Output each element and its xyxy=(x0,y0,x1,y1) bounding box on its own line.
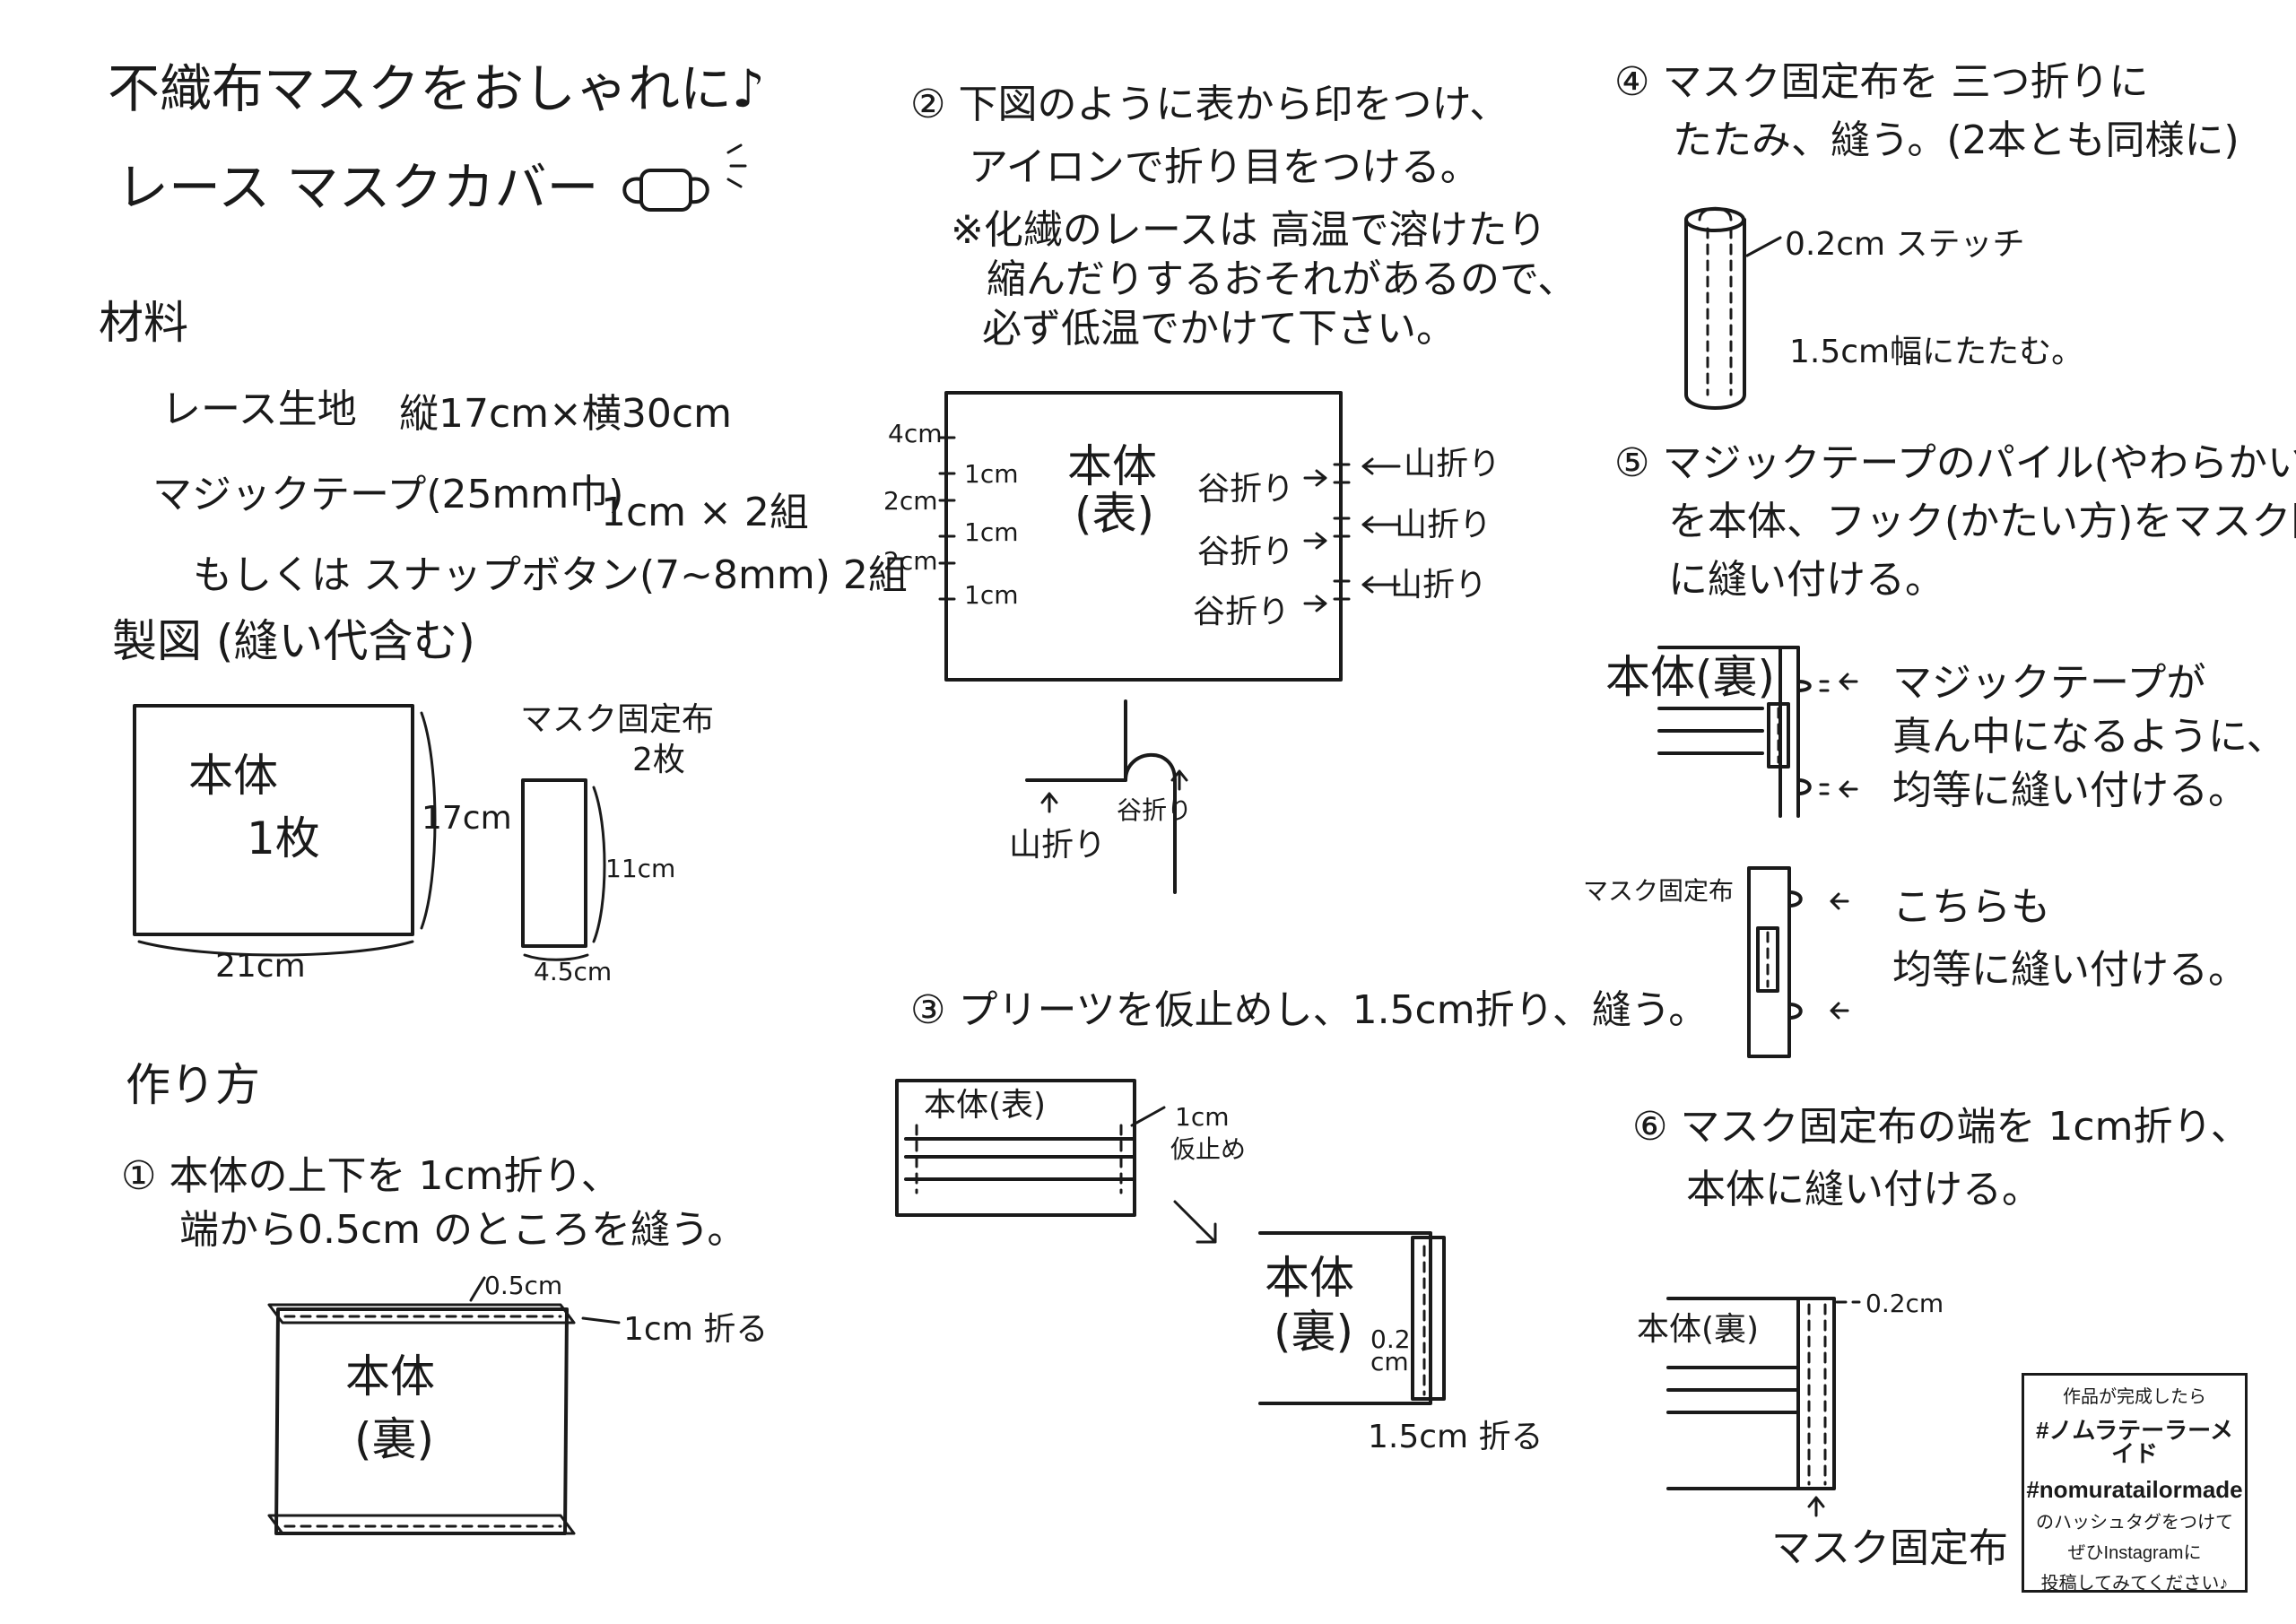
step1-seam-label: 0.5cm xyxy=(484,1271,563,1300)
step2-side-label: (表) xyxy=(1074,488,1155,540)
step5-diagram-body xyxy=(1657,646,1858,818)
pattern-fixer-height: 11cm xyxy=(605,854,676,883)
step4-line1: ④ マスク固定布を 三つ折りに xyxy=(1614,59,2149,105)
pattern-body-height: 17cm xyxy=(422,800,512,837)
step6-line2: 本体に縫い付ける。 xyxy=(1686,1167,2041,1212)
step2-note2: 縮んだりするおそれがあるので、 xyxy=(987,256,1578,302)
material-velcro-name: マジックテープ(25mm巾) xyxy=(152,472,624,517)
pattern-body-width: 21cm xyxy=(215,948,306,985)
step3-fold-label: 1.5cm 折る xyxy=(1368,1419,1544,1455)
step2-valley-3: 谷折り xyxy=(1193,594,1291,630)
step5-note4: こちらも xyxy=(1892,884,2050,930)
step2-line1: ② 下図のように表から印をつけ、 xyxy=(910,82,1509,127)
step2-dim-1cm-c: 1cm xyxy=(964,580,1019,610)
step2-dim-2cm-b: 2cm xyxy=(883,546,938,576)
page-subtitle: レース マスクカバー xyxy=(117,157,599,218)
step2-mountain-3: 山折り xyxy=(1390,567,1488,604)
pattern-body-shape xyxy=(133,704,437,957)
material-lace-size: 縦17cm×横30cm xyxy=(399,391,732,437)
mask-icon xyxy=(622,143,747,212)
step2-mountain-1: 山折り xyxy=(1404,446,1501,482)
step1-diagram xyxy=(267,1276,621,1535)
step4-width-label: 1.5cm幅にたたむ。 xyxy=(1789,334,2084,370)
step1-line2: 端から0.5cm のところを縫う。 xyxy=(179,1207,747,1253)
step1-line1: ① 本体の上下を 1cm折り、 xyxy=(121,1153,621,1199)
step2-valley-fold-label: 谷折り xyxy=(1117,795,1193,825)
footer-hashtag-en: #nomuratailormade xyxy=(2026,1476,2243,1503)
step3-side-label: (裏) xyxy=(1274,1306,1354,1358)
step4-line2: たたみ、縫う。(2本とも同様に) xyxy=(1673,117,2239,163)
step5-fixer-label: マスク固定布 xyxy=(1583,876,1735,906)
step5-diagram-fixer xyxy=(1747,866,1849,1058)
step5-note3: 均等に縫い付ける。 xyxy=(1892,768,2248,813)
pattern-fixer-count: 2枚 xyxy=(632,742,685,778)
step3-baste-1cm: 1cm xyxy=(1175,1102,1230,1132)
step2-dim-1cm-b: 1cm xyxy=(964,517,1019,547)
step5-line1: ⑤ マジックテープのパイル(やわらかい方) xyxy=(1614,440,2296,486)
step4-stitch-label: 0.2cm ステッチ xyxy=(1785,226,2025,263)
materials-heading: 材料 xyxy=(99,297,188,349)
page-title: 不織布マスクをおしゃれに♪ xyxy=(108,58,766,119)
step2-dim-1cm-a: 1cm xyxy=(964,459,1019,489)
step2-note1: ※化繊のレースは 高温で溶けたり xyxy=(951,207,1547,253)
step3-line1: ③ プリーツを仮止めし、1.5cm折り、縫う。 xyxy=(910,987,1709,1033)
pattern-body-count: 1枚 xyxy=(247,812,320,864)
step6-line1: ⑥ マスク固定布の端を 1cm折り、 xyxy=(1632,1104,2250,1150)
step5-line2: を本体、フック(かたい方)をマスク固定布 xyxy=(1668,499,2296,544)
step6-body-label: 本体(裏) xyxy=(1637,1311,1760,1348)
step5-note5: 均等に縫い付ける。 xyxy=(1892,947,2248,993)
material-lace-name: レース生地 xyxy=(161,386,357,432)
step2-dim-4cm: 4cm xyxy=(888,419,943,448)
footer-line4: のハッシュタグをつけて xyxy=(2036,1513,2233,1533)
step2-line2: アイロンで折り目をつける。 xyxy=(969,144,1480,190)
step6-stitch-label: 0.2cm xyxy=(1866,1289,1944,1318)
step1-side-label: (裏) xyxy=(354,1413,435,1465)
step2-body-label: 本体 xyxy=(1067,440,1157,492)
footer-hashtag-ja: #ノムラテーラーメイド xyxy=(2035,1417,2234,1467)
pattern-body-label: 本体 xyxy=(188,750,278,802)
step5-line3: に縫い付ける。 xyxy=(1668,557,1944,603)
step2-note3: 必ず低温でかけて下さい。 xyxy=(982,306,1456,352)
step3-stitch-cm: cm xyxy=(1370,1347,1409,1376)
step3-body-label: 本体 xyxy=(1265,1252,1354,1304)
method-heading: 作り方 xyxy=(126,1059,260,1111)
step2-dim-2cm-a: 2cm xyxy=(883,486,938,516)
pattern-fixer-shape xyxy=(521,778,606,961)
pattern-heading: 製図 (縫い代含む) xyxy=(112,615,475,667)
pattern-fixer-width: 4.5cm xyxy=(534,957,613,986)
step2-mountain-fold-label: 山折り xyxy=(1009,827,1107,864)
step2-mountain-2: 山折り xyxy=(1395,507,1492,543)
step5-body-label: 本体(裏) xyxy=(1605,651,1776,703)
instagram-hashtag-box: 作品が完成したら #ノムラテーラーメイド #nomuratailormade の… xyxy=(2022,1373,2248,1593)
step4-diagram xyxy=(1684,206,1782,410)
footer-line1: 作品が完成したら xyxy=(2063,1387,2206,1407)
step5-note1: マジックテープが xyxy=(1892,660,2206,706)
step6-diagram xyxy=(1666,1297,1861,1517)
step3-diagram xyxy=(895,1079,1446,1405)
step3-baste-label: 仮止め xyxy=(1170,1134,1247,1164)
step2-valley-1: 谷折り xyxy=(1197,471,1295,508)
step5-note2: 真ん中になるように、 xyxy=(1892,714,2286,760)
step2-diagram xyxy=(938,391,1401,894)
footer-line5: ぜひInstagramに xyxy=(2067,1543,2202,1563)
step3-body-front: 本体(表) xyxy=(924,1087,1047,1124)
step1-body-label: 本体 xyxy=(345,1350,435,1403)
footer-line6: 投稿してみてください♪ xyxy=(2040,1574,2229,1594)
step3-stitch-02: 0.2 xyxy=(1370,1324,1411,1354)
pattern-fixer-label: マスク固定布 xyxy=(520,701,715,738)
material-velcro-qty: 1cm × 2組 xyxy=(601,490,809,535)
step2-valley-2: 谷折り xyxy=(1197,534,1295,570)
material-snap: もしくは スナップボタン(7~8mm) 2組 xyxy=(193,552,908,598)
step1-fold-label: 1cm 折る xyxy=(623,1311,769,1348)
step6-fixer-label: マスク固定布 xyxy=(1771,1525,2008,1571)
